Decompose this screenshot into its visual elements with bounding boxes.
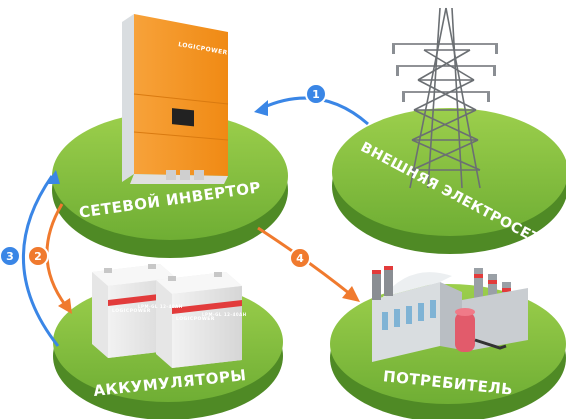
flow-badge-3: 3 [0, 245, 21, 267]
svg-text:3: 3 [6, 250, 14, 263]
battery-1-model: LPM-GL 12-40AH [138, 304, 183, 309]
svg-text:4: 4 [296, 252, 304, 265]
flow-badge-4: 4 [289, 247, 311, 269]
factory-icon [372, 266, 528, 362]
battery-2-icon [156, 272, 242, 368]
island-grid [332, 108, 566, 254]
svg-text:2: 2 [34, 250, 42, 263]
battery-2-model: LPM-GL 12-40AH [202, 312, 247, 317]
flow-arrow-3 [21, 175, 60, 347]
flow-arrowhead-4 [342, 286, 360, 302]
flow-arrowhead-1 [254, 100, 268, 116]
flow-arrow-2 [45, 203, 68, 307]
insulators [392, 44, 498, 102]
flow-badge-1: 1 [305, 83, 327, 105]
battery-1-brand: LOGICPOWER [112, 308, 151, 314]
flow-badge-2: 2 [27, 245, 49, 267]
svg-text:1: 1 [312, 88, 320, 101]
flow-arrowhead-2 [58, 298, 72, 314]
flow-arrowhead-3 [46, 170, 60, 184]
inverter-icon [122, 14, 229, 184]
battery-2-brand: LOGICPOWER [176, 316, 215, 322]
pylon-icon [392, 7, 498, 189]
